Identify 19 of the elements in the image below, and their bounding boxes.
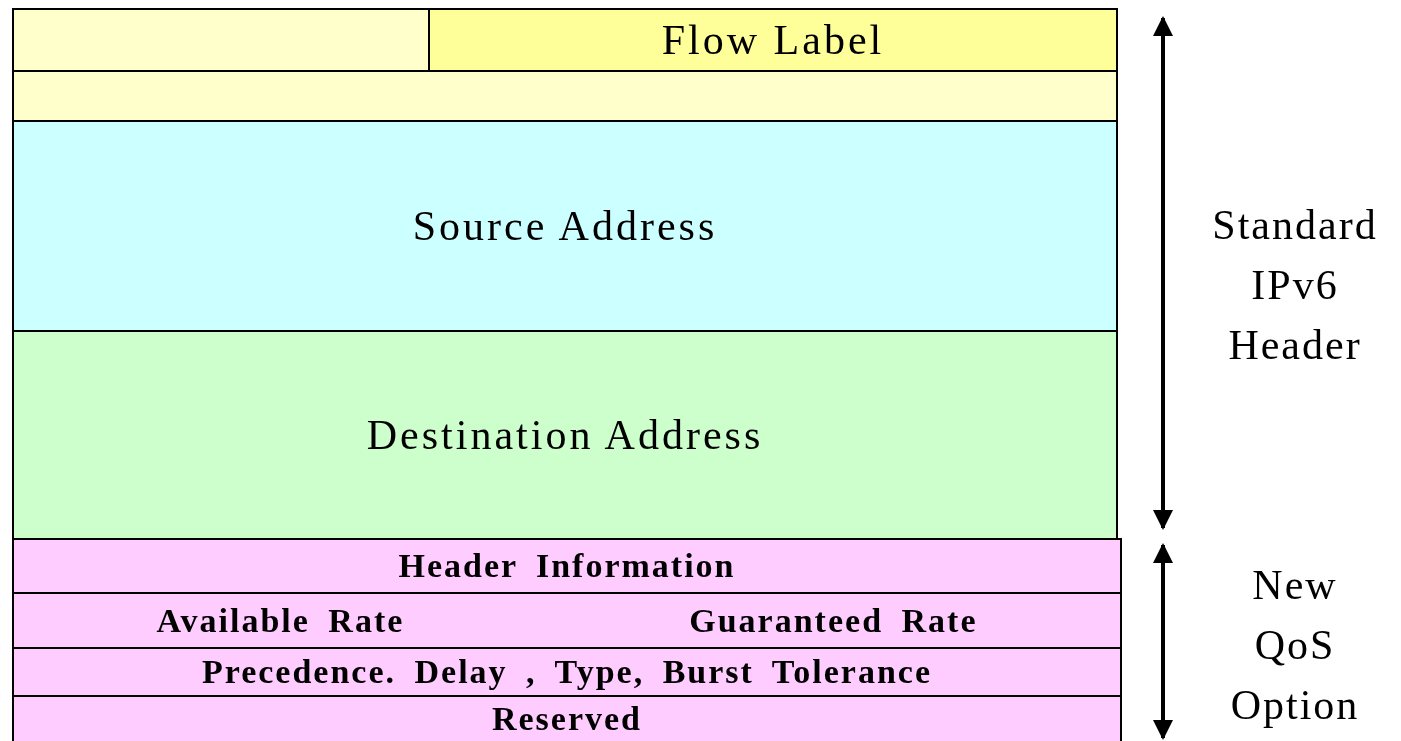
bracket-label: New QoS Option	[1229, 561, 1361, 730]
field-label: Available Rate	[156, 601, 405, 640]
header-field	[12, 70, 1118, 122]
field-label: Flow Label	[661, 16, 885, 64]
field-label: Precedence. Delay , Type, Burst Tolerance	[201, 653, 933, 691]
field-label: Reserved	[491, 700, 643, 738]
field-label: Guaranteed Rate	[689, 601, 978, 640]
header-field	[12, 8, 430, 72]
field-label: Header Information	[398, 547, 736, 585]
field-label: Source Address	[412, 202, 718, 250]
header-field	[428, 8, 1118, 72]
field-label: Destination Address	[366, 411, 764, 459]
header-field	[12, 120, 1118, 332]
header-field	[12, 695, 1122, 741]
header-field	[12, 538, 1122, 594]
header-field	[12, 330, 1118, 540]
bracket-label: Standard IPv6 Header	[1211, 201, 1379, 370]
header-field	[12, 592, 1122, 649]
header-field	[12, 647, 1122, 697]
